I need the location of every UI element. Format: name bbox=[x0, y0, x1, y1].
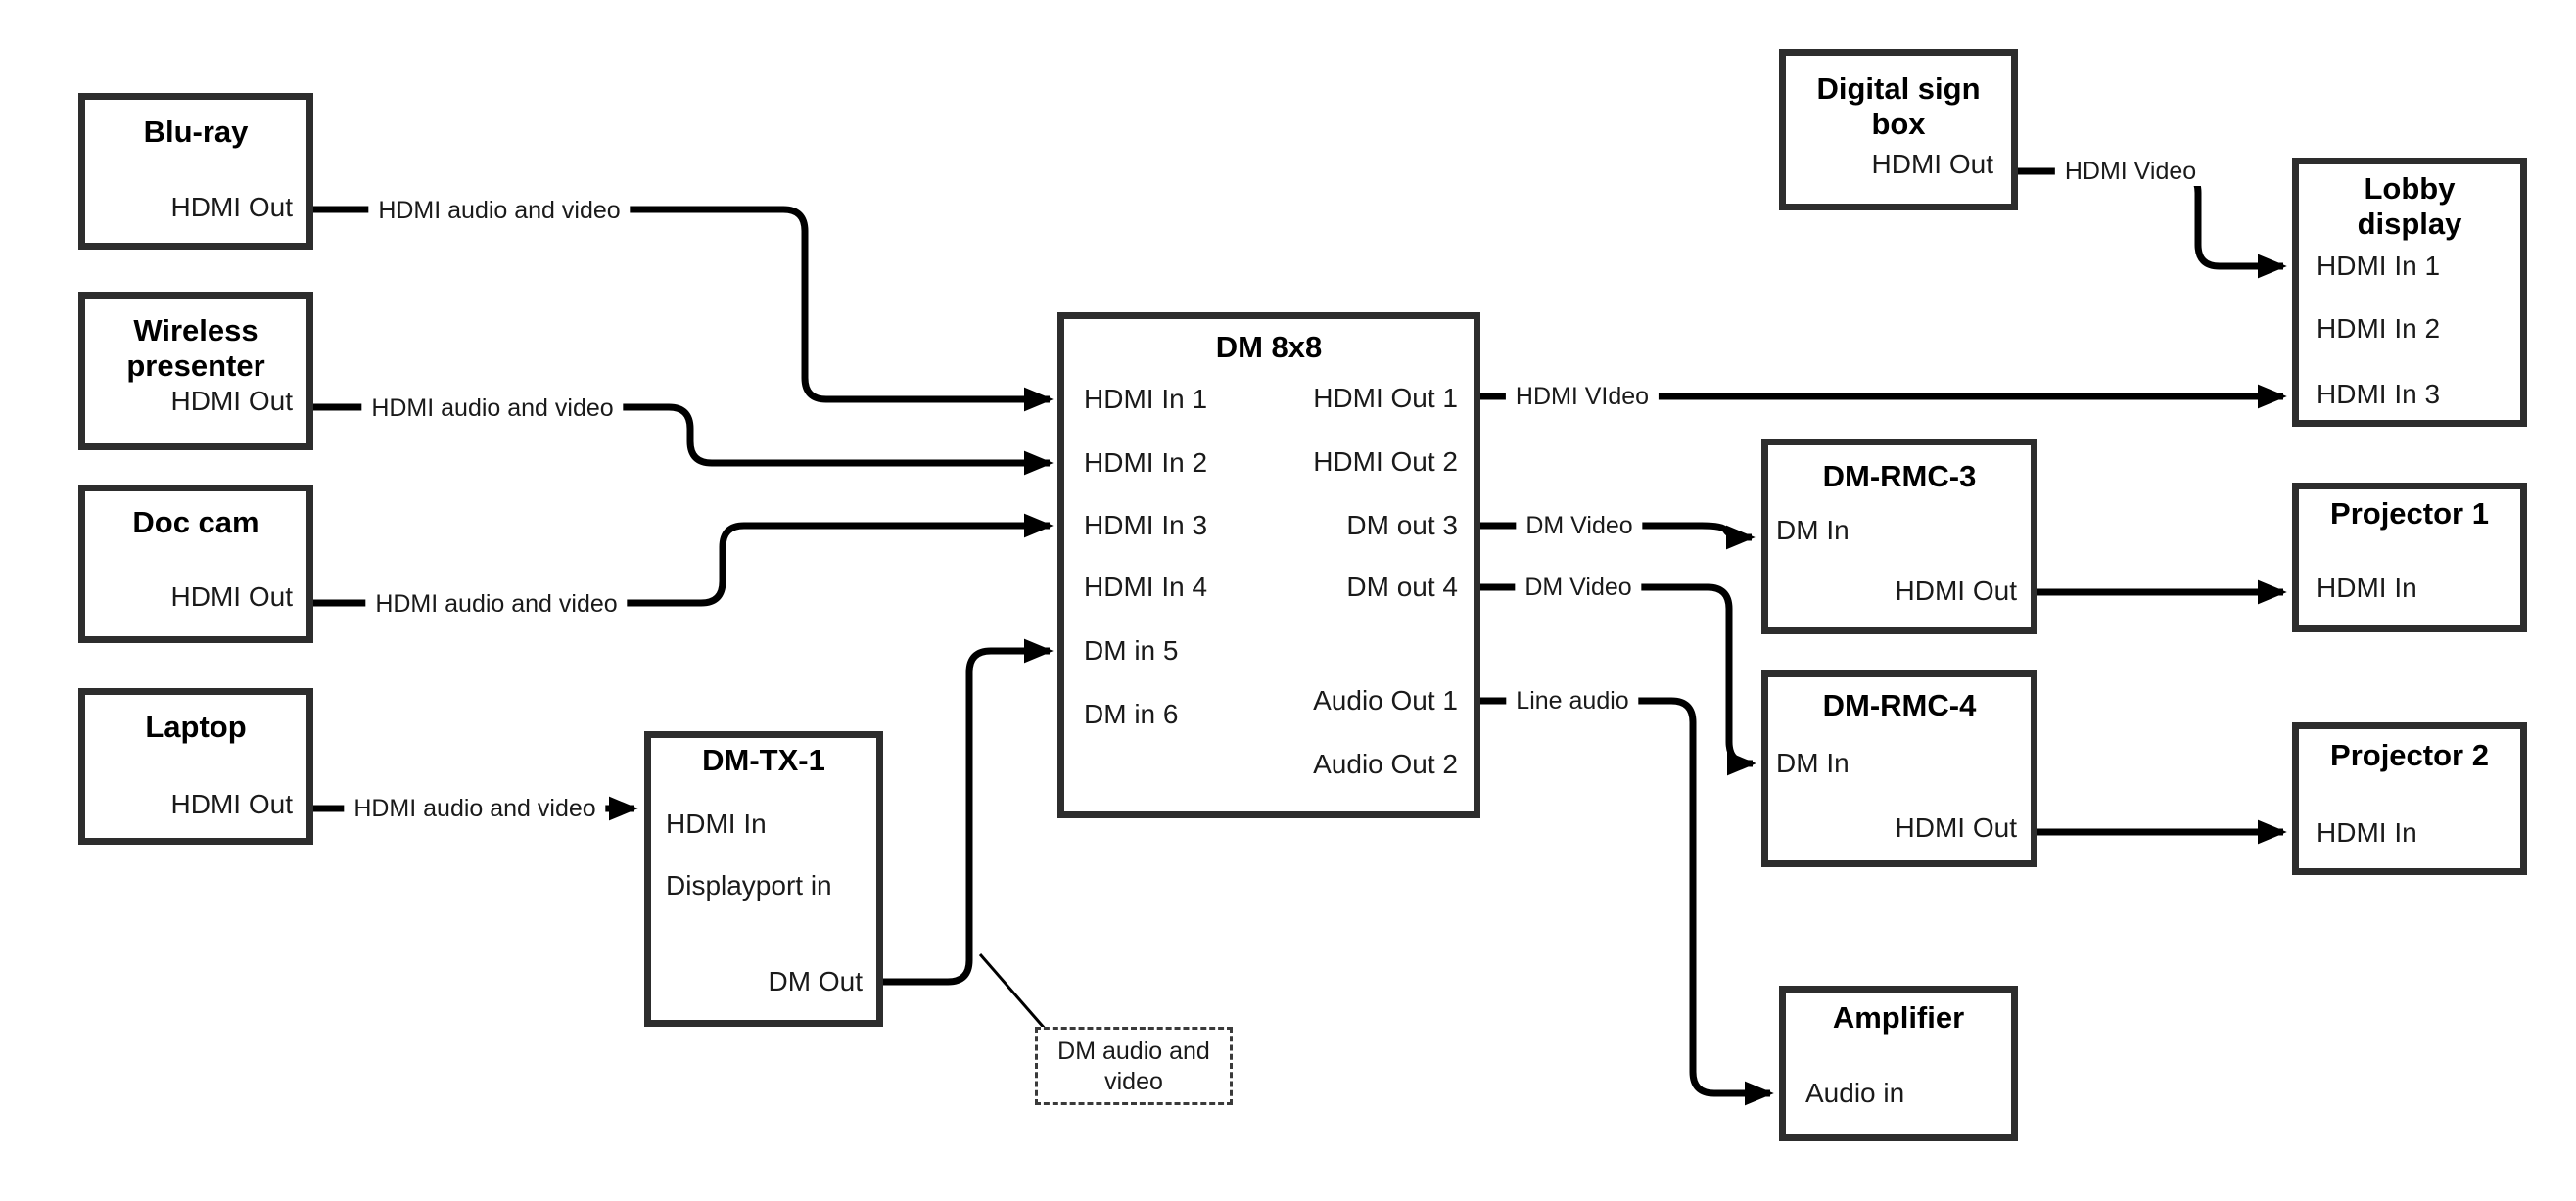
port-hdmi-in-2: HDMI In 2 bbox=[2317, 313, 2441, 344]
wire-wireless-to-dm8x8-in2 bbox=[313, 403, 1054, 476]
port-hdmi-in-4: HDMI In 4 bbox=[1084, 572, 1208, 602]
port-hdmi-out: HDMI Out bbox=[170, 789, 293, 819]
port-hdmi-in: HDMI In bbox=[2317, 573, 2417, 603]
node-title-line: Wireless bbox=[133, 313, 258, 347]
node-dm-tx-1: DM-TX-1 HDMI In Displayport in DM Out bbox=[644, 731, 883, 1027]
port-audio-in: Audio in bbox=[1805, 1078, 1905, 1108]
node-amplifier: Amplifier Audio in bbox=[1779, 986, 2018, 1141]
port-hdmi-in-3: HDMI In 3 bbox=[1084, 510, 1208, 540]
node-dm-8x8: DM 8x8 HDMI In 1 HDMI In 2 HDMI In 3 HDM… bbox=[1057, 312, 1480, 818]
annotation-dm-audio-video: DM audio and video bbox=[1035, 1027, 1233, 1105]
port-displayport-in: Displayport in bbox=[666, 870, 832, 901]
node-title: Digital sign box bbox=[1786, 56, 2011, 142]
wire-dm8x8-out4-to-dmrmc4 bbox=[1480, 583, 1756, 776]
port-hdmi-in: HDMI In bbox=[666, 808, 767, 839]
port-dm-in: DM In bbox=[1776, 748, 1850, 778]
node-digital-sign-box: Digital sign box HDMI Out bbox=[1779, 49, 2018, 210]
port-hdmi-out: HDMI Out bbox=[1871, 149, 1993, 179]
node-lobby-display: Lobby display HDMI In 1 HDMI In 2 HDMI I… bbox=[2292, 158, 2527, 427]
port-hdmi-out: HDMI Out bbox=[170, 581, 293, 612]
wire-bluray-to-dm8x8-in1 bbox=[313, 206, 1054, 412]
wire-dm8x8-out3-to-dmrmc3 bbox=[1480, 522, 1756, 550]
port-dm-in-6: DM in 6 bbox=[1084, 699, 1179, 729]
node-title-line: presenter bbox=[126, 348, 265, 383]
wire-label-hdmi-audio-video: HDMI audio and video bbox=[365, 589, 628, 619]
annotation-line: DM audio and bbox=[1057, 1038, 1210, 1065]
wire-label-dm-video: DM Video bbox=[1515, 573, 1642, 602]
node-title-line: Lobby bbox=[2364, 171, 2456, 206]
node-projector-2: Projector 2 HDMI In bbox=[2292, 722, 2527, 875]
port-hdmi-out: HDMI Out bbox=[1895, 576, 2017, 606]
node-title: Wireless presenter bbox=[85, 299, 306, 384]
wire-label-hdmi-video: HDMI VIdeo bbox=[1505, 382, 1660, 411]
port-dm-out-4: DM out 4 bbox=[1346, 572, 1458, 602]
wire-label-dm-video: DM Video bbox=[1516, 511, 1643, 540]
node-wireless-presenter: Wireless presenter HDMI Out bbox=[78, 292, 313, 450]
node-title-line: display bbox=[2357, 207, 2462, 241]
port-dm-out: DM Out bbox=[768, 966, 863, 996]
node-title: DM-TX-1 bbox=[702, 743, 825, 777]
port-audio-out-2: Audio Out 2 bbox=[1313, 749, 1458, 779]
node-title: DM-RMC-3 bbox=[1822, 459, 1977, 493]
port-hdmi-out-1: HDMI Out 1 bbox=[1313, 383, 1458, 413]
port-hdmi-out: HDMI Out bbox=[170, 192, 293, 222]
wire-dmtx1-to-dm8x8-in5 bbox=[883, 638, 1054, 986]
port-hdmi-out: HDMI Out bbox=[1895, 812, 2017, 843]
node-title: Amplifier bbox=[1832, 1000, 1965, 1035]
wire-label-hdmi-audio-video: HDMI audio and video bbox=[344, 794, 606, 823]
node-title-line: Digital sign bbox=[1816, 71, 1981, 106]
port-dm-in-5: DM in 5 bbox=[1084, 635, 1179, 666]
port-hdmi-in: HDMI In bbox=[2317, 817, 2417, 848]
node-title: Lobby display bbox=[2299, 164, 2520, 242]
node-title: Projector 2 bbox=[2330, 738, 2489, 772]
node-doc-cam: Doc cam HDMI Out bbox=[78, 485, 313, 643]
node-title: Projector 1 bbox=[2330, 496, 2489, 531]
port-hdmi-out: HDMI Out bbox=[170, 386, 293, 416]
wire-dm8x8-audio1-to-amplifier bbox=[1480, 697, 1774, 1106]
wire-doccam-to-dm8x8-in3 bbox=[313, 513, 1054, 607]
wire-label-hdmi-audio-video: HDMI audio and video bbox=[361, 393, 624, 423]
port-hdmi-out-2: HDMI Out 2 bbox=[1313, 446, 1458, 477]
port-audio-out-1: Audio Out 1 bbox=[1313, 685, 1458, 716]
wire-label-hdmi-video: HDMI Video bbox=[2054, 157, 2207, 186]
port-dm-out-3: DM out 3 bbox=[1346, 510, 1458, 540]
port-hdmi-in-2: HDMI In 2 bbox=[1084, 447, 1208, 478]
node-title: DM-RMC-4 bbox=[1822, 688, 1977, 722]
node-title: Blu-ray bbox=[143, 115, 249, 149]
node-title: Doc cam bbox=[132, 505, 259, 539]
wire-label-hdmi-audio-video: HDMI audio and video bbox=[368, 196, 631, 225]
node-projector-1: Projector 1 HDMI In bbox=[2292, 483, 2527, 632]
node-blu-ray: Blu-ray HDMI Out bbox=[78, 93, 313, 250]
annotation-line: video bbox=[1104, 1068, 1163, 1095]
node-title: DM 8x8 bbox=[1215, 330, 1323, 364]
annotation-leader-line bbox=[978, 953, 1048, 1031]
node-title-line: box bbox=[1871, 107, 1926, 141]
node-dm-rmc-3: DM-RMC-3 DM In HDMI Out bbox=[1761, 439, 2037, 634]
node-title: Laptop bbox=[145, 710, 247, 744]
port-hdmi-in-1: HDMI In 1 bbox=[2317, 251, 2441, 281]
port-hdmi-in-1: HDMI In 1 bbox=[1084, 384, 1208, 414]
port-hdmi-in-3: HDMI In 3 bbox=[2317, 379, 2441, 409]
node-dm-rmc-4: DM-RMC-4 DM In HDMI Out bbox=[1761, 670, 2037, 867]
node-laptop: Laptop HDMI Out bbox=[78, 688, 313, 845]
wire-label-line-audio: Line audio bbox=[1506, 686, 1639, 716]
port-dm-in: DM In bbox=[1776, 515, 1850, 545]
